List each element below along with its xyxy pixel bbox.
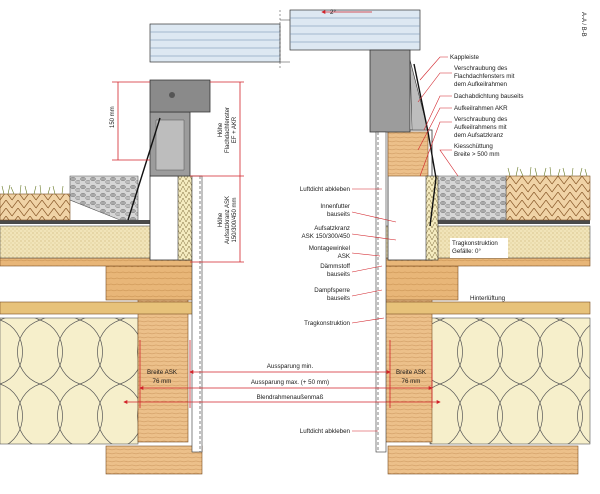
section-id: A-A / B-B	[580, 12, 586, 37]
label-kappleiste: Kappleiste	[450, 54, 479, 61]
label-dim-150: 150 mm	[110, 106, 116, 128]
label-tragkonstruktion-gefaelle-1: Tragkonstruktion	[452, 240, 498, 247]
label-montagewinkel-2: ASK	[338, 253, 351, 260]
label-aufsatzkranz-2: ASK 150/300/450	[301, 233, 350, 240]
label-dampfsperre-2: bauseits	[327, 295, 350, 302]
label-breite-ask-left-1: Breite ASK	[147, 369, 178, 376]
label-hoehe-ask-3: 150/300/450 mm	[232, 197, 238, 242]
slope-label: 2°	[330, 9, 336, 16]
label-daemmstoff-1: Dämmstoff	[320, 263, 350, 270]
left-section	[0, 79, 211, 475]
label-verschraubung-fdf-1: Verschraubung des	[454, 65, 507, 72]
label-verschraubung-fdf-2: Flachdachfensters mit	[454, 73, 515, 80]
label-breite-ask-right-1: Breite ASK	[396, 369, 427, 376]
label-hoehe-fdf-3: EF + AKR	[232, 116, 238, 143]
label-verschraubung-akr-2: Aufkeilrahmens mit	[454, 124, 507, 131]
label-kiesschuettung-1: Kiesschüttung	[454, 143, 493, 150]
label-aussparung-max: Aussparung max. (+ 50 mm)	[251, 379, 329, 386]
label-aufkeilrahmen: Aufkeilrahmen AKR	[454, 105, 508, 112]
label-kiesschuettung-2: Breite > 500 mm	[454, 151, 500, 158]
label-hoehe-ask-2: Aufsatzkranz ASK	[225, 196, 231, 244]
label-daemmstoff-2: bauseits	[327, 271, 350, 278]
label-verschraubung-akr-1: Verschraubung des	[454, 116, 507, 123]
label-breite-ask-right-2: 76 mm	[402, 378, 421, 385]
label-tragkonstruktion-gefaelle-2: Gefälle: 0°	[452, 248, 481, 255]
dimension-lines	[112, 10, 441, 408]
label-innenfutter-2: bauseits	[327, 211, 350, 218]
label-aussparung-min: Aussparung min.	[267, 363, 314, 370]
label-luftdicht-oben: Luftdicht abkleben	[300, 186, 351, 193]
label-hoehe-fdf-1: Höhe	[218, 122, 224, 137]
label-luftdicht-unten: Luftdicht abkleben	[300, 428, 351, 435]
annotation-labels: 2° A-A / B-B Kappleiste Verschraubung de…	[110, 9, 586, 435]
label-breite-ask-left-2: 76 mm	[153, 378, 172, 385]
label-aufsatzkranz-1: Aufsatzkranz	[314, 225, 350, 232]
label-verschraubung-akr-3: dem Aufsatzkranz	[454, 132, 503, 139]
label-montagewinkel-1: Montagewinkel	[309, 245, 350, 252]
label-dampfsperre-1: Dampfsperre	[314, 287, 350, 294]
label-dachabdichtung: Dachabdichtung bauseits	[454, 93, 524, 100]
label-hinterlueftung: Hinterlüftung	[470, 295, 506, 302]
label-hoehe-fdf-2: Flachdachfenster	[225, 107, 231, 153]
label-innenfutter-1: Innenfutter	[320, 203, 350, 210]
leader-lines	[351, 56, 459, 432]
right-section	[369, 49, 591, 475]
glazing-unit	[149, 9, 421, 70]
label-verschraubung-fdf-3: dem Aufkeilrahmen	[454, 81, 508, 88]
label-blendrahmen: Blendrahmenaußenmaß	[257, 394, 324, 401]
label-tragkonstruktion: Tragkonstruktion	[304, 320, 350, 327]
label-hoehe-ask-1: Höhe	[218, 212, 224, 227]
